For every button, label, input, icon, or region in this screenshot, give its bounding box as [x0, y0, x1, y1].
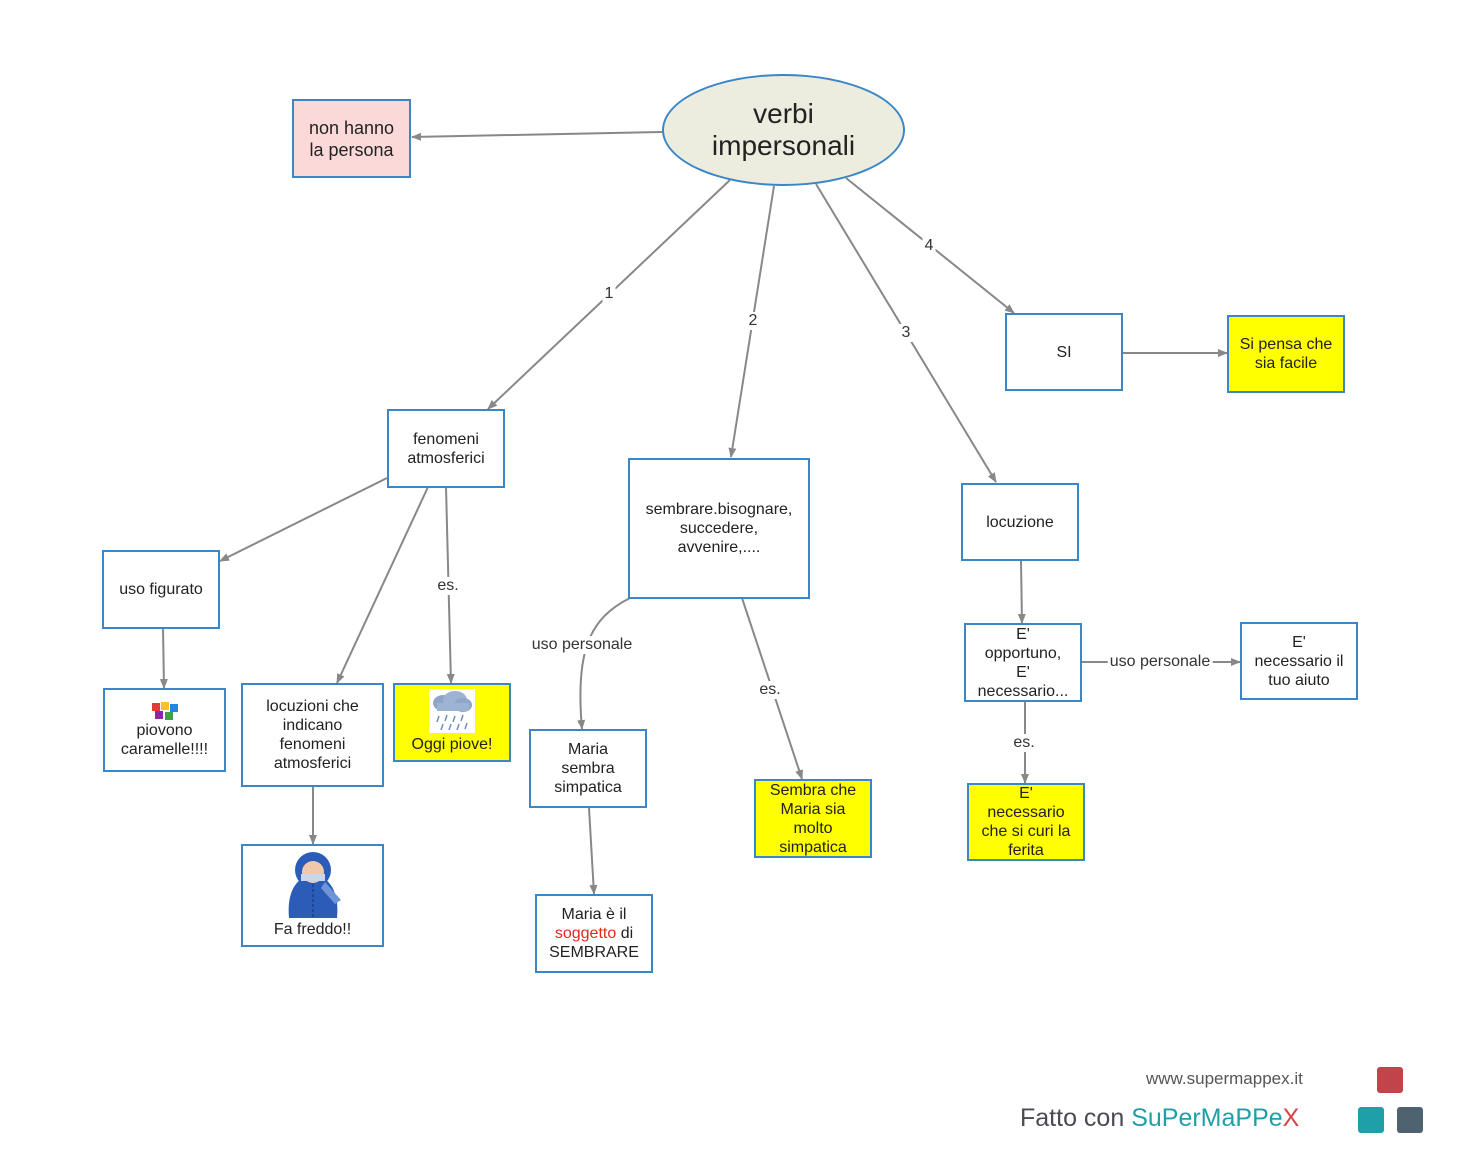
brand-logo-text: Fatto con SuPerMaPPeX [1020, 1104, 1299, 1133]
node-maria-soggetto[interactable]: Maria è il soggetto di SEMBRARE [535, 894, 653, 973]
edge-sembrare-maria [577, 597, 631, 730]
node-text: sembrare.bisognare, [645, 501, 793, 518]
node-text: simpatica [554, 779, 622, 796]
edge-label-1: 1 [602, 285, 616, 303]
node-text: Oggi piove! [411, 736, 493, 753]
node-sembrare[interactable]: sembrare.bisognare, succedere, avvenire,… [628, 458, 810, 599]
root-concept[interactable]: verbi impersonali [662, 74, 905, 186]
edge-locuzione-opportuno [1017, 560, 1026, 624]
edge-label-es-fenomeni: es. [435, 577, 461, 595]
node-text: locuzioni che [266, 698, 359, 715]
edge-usofigurato-piovono [159, 627, 168, 689]
node-necessario-ferita[interactable]: E' necessario che si curi la ferita [967, 783, 1085, 861]
node-locuzione[interactable]: locuzione [961, 483, 1079, 561]
edge-label-es-opportuno: es. [1011, 734, 1037, 752]
node-text-line: soggetto di [555, 924, 633, 943]
node-piovono-caramelle[interactable]: piovono caramelle!!!! [103, 688, 226, 772]
root-line-1: verbi [753, 98, 814, 129]
edge-maria-soggetto [588, 807, 598, 895]
brand-part-a: SuPer [1131, 1104, 1201, 1132]
node-maria-sembra-simpatica[interactable]: Maria sembra simpatica [529, 729, 647, 808]
node-text: SI [1056, 343, 1072, 361]
edge-root-nonhanno [411, 131, 663, 141]
node-text: la persona [309, 139, 394, 160]
node-text: Fa freddo!! [273, 921, 352, 938]
node-opportuno[interactable]: E' opportuno, E' necessario... [964, 623, 1082, 702]
node-text: sia facile [1254, 355, 1318, 372]
node-text: necessario... [977, 682, 1069, 700]
node-text: E' [1016, 663, 1030, 681]
node-text: Maria sia [780, 800, 846, 818]
node-text: E' [1292, 633, 1306, 651]
node-text: molto [793, 819, 833, 837]
root-line-2: impersonali [711, 130, 856, 161]
node-text: simpatica [779, 838, 847, 856]
node-text: Sembra che [769, 781, 857, 799]
node-necessario-aiuto[interactable]: E' necessario il tuo aiuto [1240, 622, 1358, 700]
edge-fenomeni-locuzioni [336, 486, 429, 684]
node-text: ferita [1008, 842, 1044, 859]
brand-part-b: MaPPe [1200, 1104, 1283, 1132]
node-text: Maria [567, 741, 608, 758]
node-text: necessario il [1254, 652, 1344, 670]
edge-label-uso-personale-sembrare: uso personale [529, 636, 635, 654]
node-non-hanno-persona[interactable]: non hanno la persona [292, 99, 411, 178]
node-text: caramelle!!!! [120, 741, 209, 758]
node-text: indicano [282, 717, 343, 734]
node-si[interactable]: SI [1005, 313, 1123, 391]
rain-cloud-icon [429, 689, 475, 733]
node-text: non hanno [308, 117, 395, 138]
node-text: locuzione [986, 513, 1054, 531]
node-text: opportuno, [984, 644, 1062, 662]
brand-square-slate [1397, 1107, 1423, 1133]
edge-label-4: 4 [922, 237, 936, 255]
node-text: atmosferici [273, 755, 352, 772]
brand-url[interactable]: www.supermappex.it [1146, 1069, 1303, 1088]
edge-label-3: 3 [899, 324, 913, 342]
highlight-soggetto: soggetto [554, 925, 617, 942]
edge-label-uso-personale-opportuno: uso personale [1107, 653, 1213, 671]
node-text: sembra [561, 760, 615, 777]
node-fenomeni-atmosferici[interactable]: fenomeni atmosferici [387, 409, 505, 488]
node-uso-figurato[interactable]: uso figurato [102, 550, 220, 629]
brand-made-with: Fatto con [1020, 1104, 1125, 1132]
edge-label-2: 2 [746, 312, 760, 330]
node-text: fenomeni [413, 430, 479, 448]
node-si-pensa[interactable]: Si pensa che sia facile [1227, 315, 1345, 393]
edge-label-es-sembrare: es. [757, 681, 783, 699]
candy-icon [151, 702, 178, 720]
node-text: succedere, [679, 520, 759, 537]
node-text: Si pensa che [1239, 336, 1333, 353]
node-text: uso figurato [119, 581, 203, 598]
node-text: fenomeni [279, 736, 346, 753]
node-text: tuo aiuto [1268, 671, 1330, 689]
node-text: necessario [987, 804, 1065, 821]
edge-fenomeni-usofigurato [219, 477, 388, 562]
node-text: E' [1019, 785, 1033, 802]
node-text: di [620, 925, 634, 942]
node-fa-freddo[interactable]: Fa freddo!! [241, 844, 384, 947]
node-text: E' [1016, 625, 1030, 643]
brand-square-teal [1358, 1107, 1384, 1133]
node-text: avvenire,.... [677, 539, 761, 556]
brand-part-c: X [1282, 1104, 1300, 1132]
node-sembra-che[interactable]: Sembra che Maria sia molto simpatica [754, 779, 872, 858]
brand-square-red [1377, 1067, 1403, 1093]
node-text: piovono [136, 722, 193, 739]
node-text: Maria è il [561, 906, 627, 923]
node-locuzioni-che-indicano[interactable]: locuzioni che indicano fenomeni atmosfer… [241, 683, 384, 787]
node-oggi-piove[interactable]: Oggi piove! [393, 683, 511, 762]
node-text: che si curi la [981, 823, 1071, 840]
cold-person-icon [288, 852, 341, 918]
node-text: atmosferici [407, 449, 485, 467]
node-text: SEMBRARE [549, 944, 639, 961]
